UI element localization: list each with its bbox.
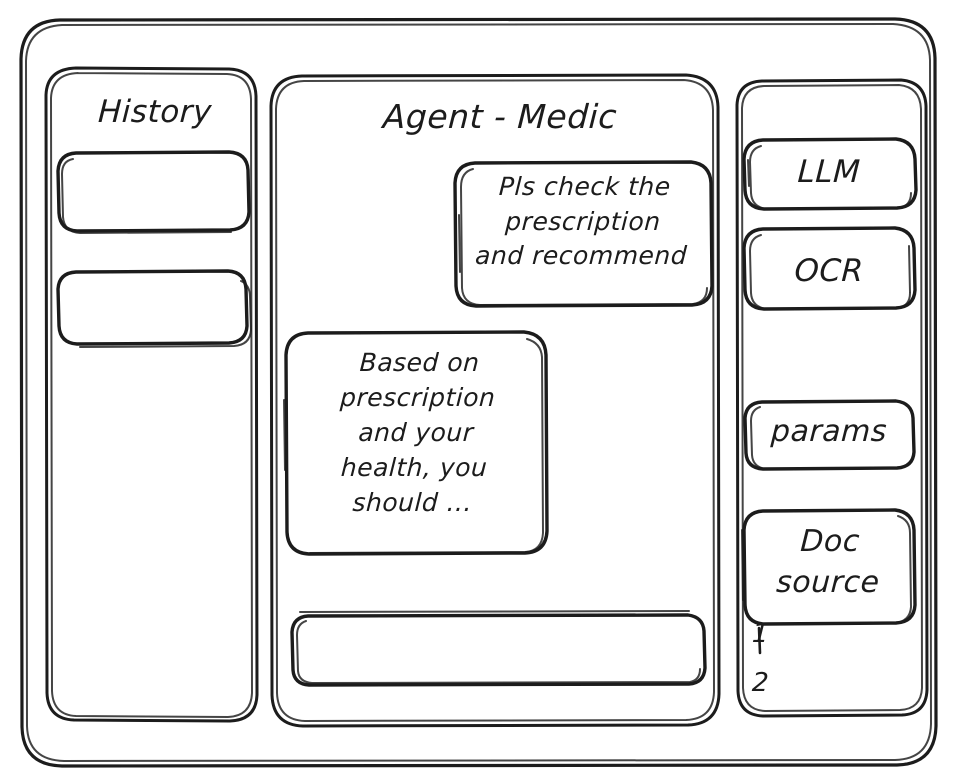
doc-source-entry-marks — [757, 626, 762, 655]
doc-source-entry-2[interactable]: 2 — [751, 668, 770, 698]
composer-input[interactable] — [292, 615, 706, 686]
doc-source-box[interactable] — [744, 510, 916, 625]
doc-source-box-frame — [741, 508, 917, 626]
ocr-button-frame — [742, 226, 917, 311]
app-window-frame — [19, 17, 938, 768]
history-item-1-frame — [56, 150, 251, 234]
history-item-2-frame — [56, 269, 252, 348]
main-panel-frame — [269, 73, 721, 728]
composer-input-frame — [290, 610, 707, 687]
assistant-message-bubble-frame — [283, 330, 549, 556]
history-panel-title: History — [97, 94, 213, 130]
ocr-button[interactable] — [744, 228, 916, 310]
user-message-bubble — [455, 162, 713, 307]
page-title: Agent - Medic — [381, 97, 619, 136]
params-button[interactable] — [745, 401, 915, 470]
llm-button[interactable] — [744, 139, 917, 210]
history-item-1[interactable] — [58, 152, 250, 232]
assistant-message-bubble — [286, 332, 548, 555]
params-button-frame — [743, 399, 916, 471]
user-message-bubble-frame — [453, 160, 714, 308]
tools-panel-frame — [735, 78, 929, 718]
history-panel-frame — [44, 66, 259, 723]
history-item-2[interactable] — [58, 271, 248, 347]
llm-button-frame — [742, 137, 918, 211]
